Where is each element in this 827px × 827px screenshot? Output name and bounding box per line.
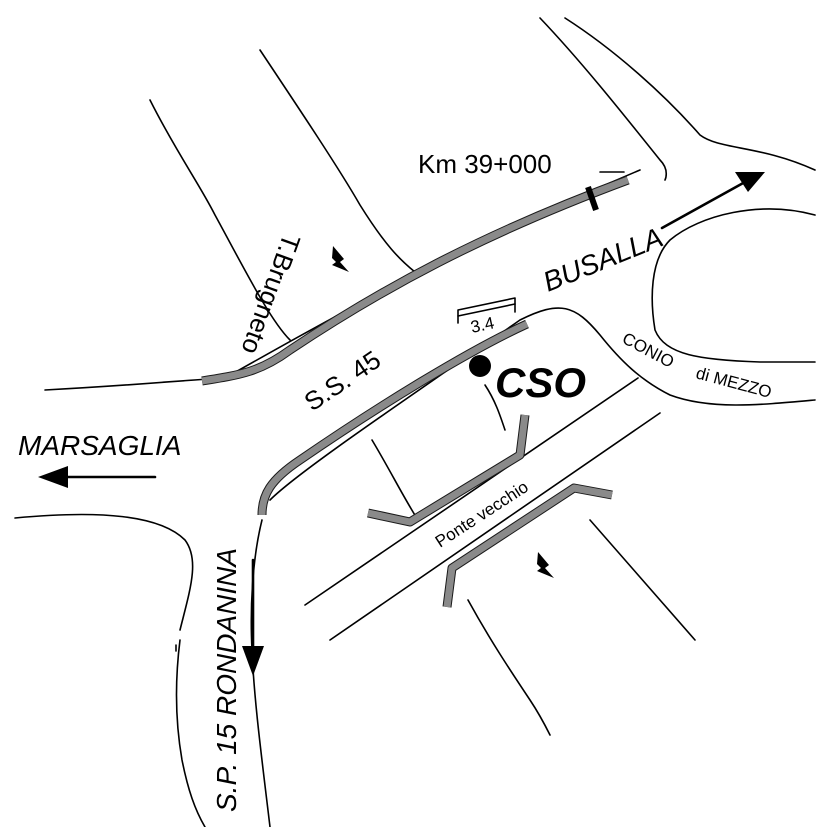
km-marker-tick <box>585 186 599 211</box>
conio-road-upper <box>651 208 816 363</box>
label-town-west: MARSAGLIA <box>18 430 181 461</box>
local-road-highlight <box>258 320 529 516</box>
stream-bank-left <box>149 99 291 341</box>
station-marker-icon <box>469 355 491 377</box>
river-bank-lower-right-2 <box>589 519 696 641</box>
river-bank-lower-right-1 <box>467 599 551 736</box>
terrain-top-right-2 <box>539 17 668 181</box>
bridge-south-wall <box>443 484 613 608</box>
bridge-edge-lower <box>329 412 661 641</box>
bridge-edge-upper <box>304 377 639 606</box>
river-bank-lower-left <box>371 439 419 521</box>
flow-direction-icon <box>332 246 554 578</box>
rondanina-road-left <box>175 639 206 827</box>
local-road-highlight-border <box>257 319 529 516</box>
ss45-bottom-edge <box>269 307 816 501</box>
ss45-highlight <box>201 176 630 385</box>
label-station: CSO <box>495 359 586 406</box>
marsaglia-road-bottom <box>14 513 194 631</box>
river-bank-lower-mid <box>484 384 506 431</box>
label-town-east: BUSALLA <box>539 222 668 298</box>
label-hamlet-part2: di MEZZO <box>694 364 774 402</box>
distance-ticks <box>457 303 516 317</box>
label-distance: 3.4 <box>469 313 496 336</box>
highlighted-roads <box>201 175 630 608</box>
stream-bank-right <box>259 49 416 273</box>
map-outlines <box>14 17 816 827</box>
label-provincial-road: S.P. 15 RONDANINA <box>211 548 242 812</box>
label-km-marker: Km 39+000 <box>418 149 552 179</box>
label-bridge: Ponte vecchio <box>432 477 532 551</box>
direction-arrow-icon <box>38 172 765 676</box>
bridge-north-wall <box>367 414 529 526</box>
terrain-top-right <box>564 17 816 171</box>
bridge-south-wall-border <box>442 483 613 608</box>
label-state-road: S.S. 45 <box>299 344 386 417</box>
